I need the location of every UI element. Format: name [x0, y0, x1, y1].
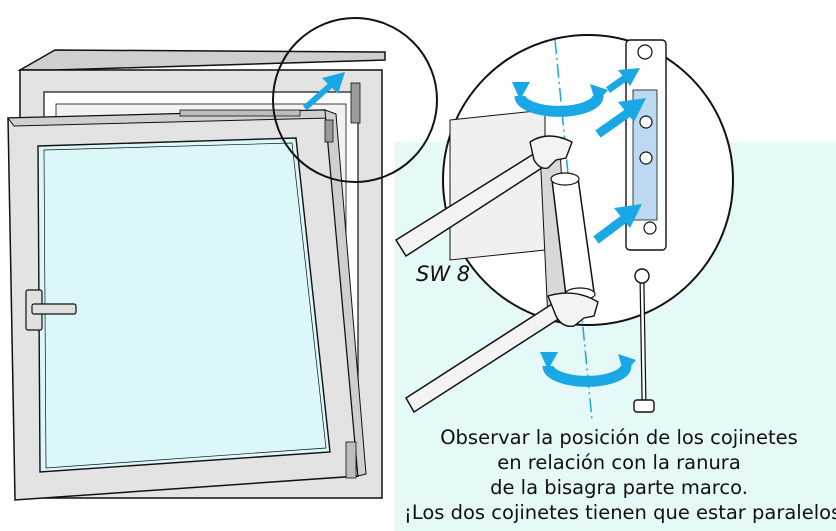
- window-handle: [25, 289, 77, 331]
- zoom-circle-small: [272, 17, 438, 183]
- wrench-size-label: SW 8: [416, 262, 471, 286]
- rotate-arrow-top: [512, 82, 608, 117]
- caption-line-1: Observar la posición de los cojinetes: [440, 426, 798, 449]
- rotate-arrow-bottom: [540, 352, 636, 387]
- caption-line-4: ¡Los dos cojinetes tienen que estar para…: [404, 501, 836, 524]
- hinge-axis: [554, 39, 593, 421]
- window-sash: [7, 82, 367, 501]
- instruction-caption: Observar la posición de los cojinetes en…: [404, 425, 836, 525]
- blue-arrow-overview: [303, 72, 345, 111]
- caption-line-3: de la bisagra parte marco.: [490, 476, 748, 499]
- wrench-top: [394, 135, 573, 258]
- wrench-bottom: [404, 292, 599, 414]
- caption-line-2: en relación con la ranura: [497, 451, 741, 474]
- blue-arrow-top-plate: [605, 68, 640, 93]
- blue-arrow-lower: [593, 204, 642, 244]
- loose-hinge-pin: [633, 268, 655, 413]
- blue-arrow-upper: [595, 98, 646, 138]
